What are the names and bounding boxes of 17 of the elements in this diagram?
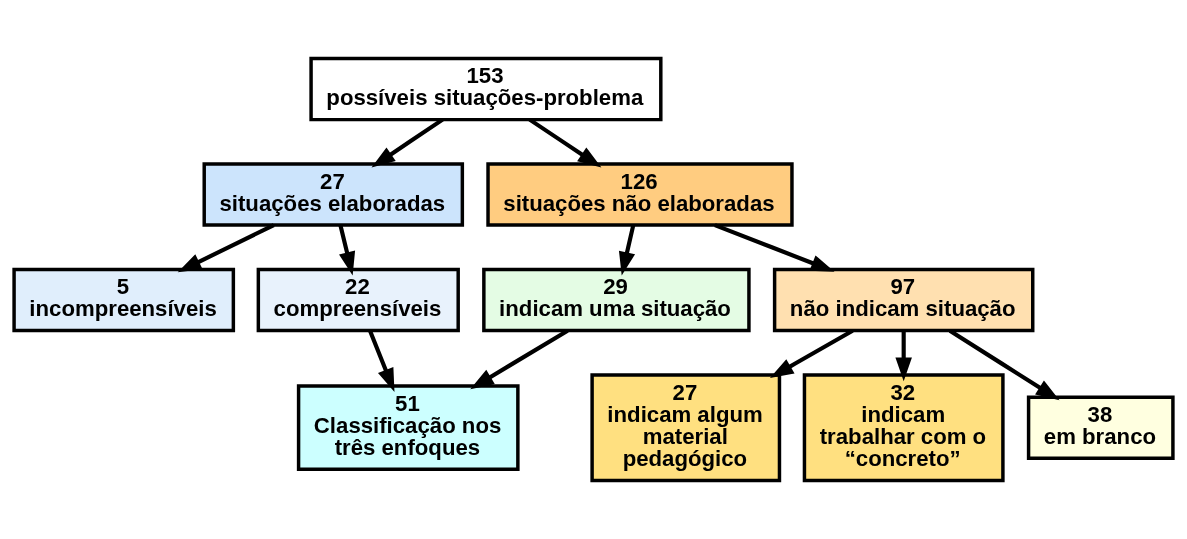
node-box: 51 Classificação nos três enfoques — [296, 384, 520, 472]
arrow — [338, 224, 356, 276]
node-box: 153 possíveis situações-problema — [309, 56, 663, 122]
node-box: 29 indicam uma situação — [482, 267, 751, 333]
node-box: 97 não indicam situação — [772, 267, 1035, 333]
node-box: 27 indicam algum material pedagógico — [590, 373, 782, 483]
node-box: 22 compreensíveis — [256, 267, 460, 333]
arrow — [895, 331, 912, 382]
node-box: 38 em branco — [1026, 395, 1175, 460]
arrow — [368, 330, 395, 392]
node-box: 126 situações não elaboradas — [486, 162, 794, 227]
node-box: 32 indicam trabalhar com o “concreto” — [802, 373, 1005, 483]
arrow — [177, 223, 275, 273]
node-box: 5 incompreensíveis — [12, 267, 236, 333]
node-box: 27 situações elaboradas — [202, 162, 465, 227]
arrow — [714, 223, 835, 272]
arrow — [618, 224, 636, 276]
